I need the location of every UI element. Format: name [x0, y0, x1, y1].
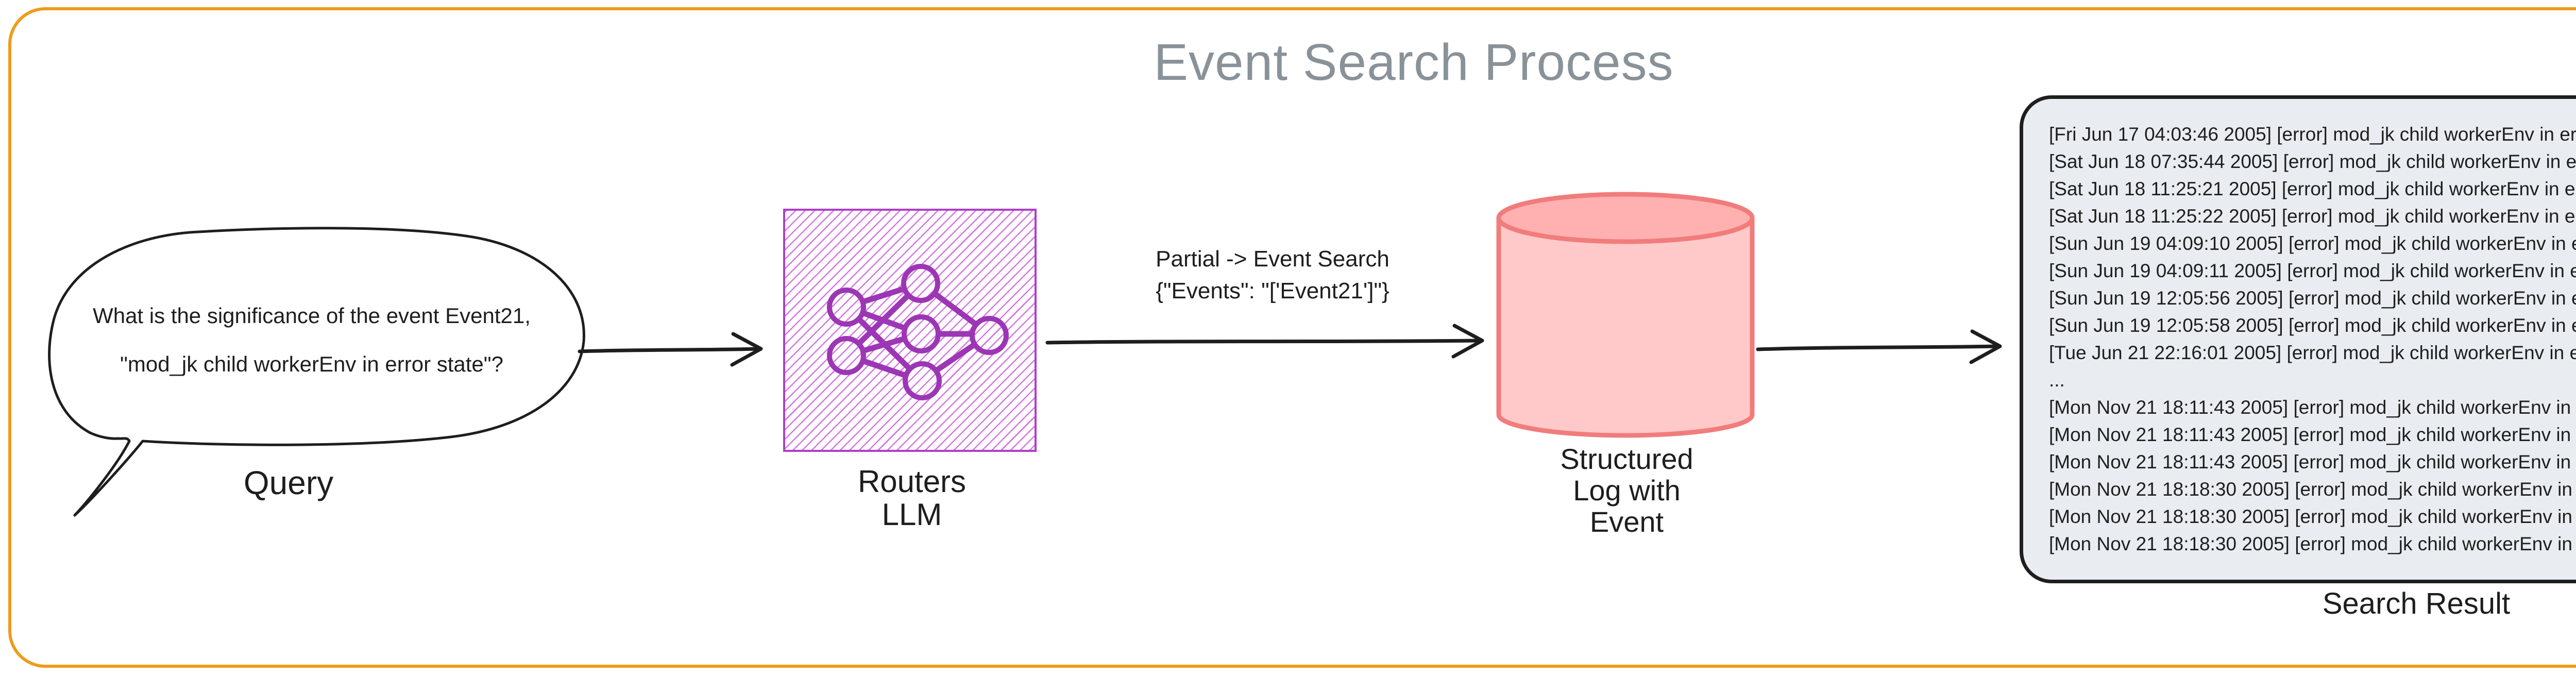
database-label-line2: Log with [1573, 474, 1681, 507]
speech-bubble-outline [48, 227, 585, 517]
cylinder-body [1496, 218, 1755, 438]
log-line: [Tue Jun 21 22:16:01 2005] [error] mod_j… [2049, 342, 2576, 363]
nn-input-node-bottom [827, 336, 866, 375]
log-line: [Sun Jun 19 04:09:11 2005] [error] mod_j… [2049, 260, 2576, 281]
query-speech-bubble [48, 227, 585, 517]
cylinder-top [1496, 192, 1755, 244]
database-label: Structured Log with Event [1497, 443, 1757, 537]
flow-annotation: Partial -> Event Search {"Events": "['Ev… [1092, 243, 1453, 307]
search-result-label: Search Result [2322, 587, 2511, 620]
llm-box [783, 209, 1037, 452]
neural-network-icon [827, 264, 1009, 400]
log-line: [Mon Nov 21 18:11:43 2005] [error] mod_j… [2049, 451, 2576, 472]
flow-annotation-line2: {"Events": "['Event21']"} [1156, 278, 1389, 303]
database-cylinder [1496, 192, 1755, 438]
log-line-ellipsis: ... [2049, 369, 2065, 391]
log-line: [Mon Nov 21 18:11:43 2005] [error] mod_j… [2049, 397, 2576, 418]
log-line: [Mon Nov 21 18:18:30 2005] [error] mod_j… [2049, 479, 2576, 500]
log-line: [Sat Jun 18 11:25:21 2005] [error] mod_j… [2049, 178, 2576, 199]
arrow-query-to-llm [578, 332, 763, 367]
log-line: [Fri Jun 17 04:03:46 2005] [error] mod_j… [2049, 124, 2576, 145]
log-line: [Sun Jun 19 12:05:58 2005] [error] mod_j… [2049, 315, 2576, 336]
llm-label-line2: LLM [882, 497, 942, 532]
log-line: [Sun Jun 19 12:05:56 2005] [error] mod_j… [2049, 288, 2576, 309]
log-line: [Sun Jun 19 04:09:10 2005] [error] mod_j… [2049, 233, 2576, 254]
log-line: [Mon Nov 21 18:18:30 2005] [error] mod_j… [2049, 506, 2576, 527]
log-line: [Sat Jun 18 07:35:44 2005] [error] mod_j… [2049, 151, 2576, 172]
page-title: Event Search Process [1154, 33, 1674, 91]
arrow-database-to-result [1756, 329, 2002, 364]
outer-frame-border [8, 7, 2576, 668]
flow-annotation-line1: Partial -> Event Search [1156, 246, 1389, 272]
nn-output-node [970, 316, 1009, 355]
search-result-panel: [Fri Jun 17 04:03:46 2005] [error] mod_j… [2020, 95, 2576, 583]
log-line: [Mon Nov 21 18:11:43 2005] [error] mod_j… [2049, 424, 2576, 445]
nn-hidden-node-top [901, 264, 940, 303]
log-line: [Sat Jun 18 11:25:22 2005] [error] mod_j… [2049, 206, 2576, 227]
nn-hidden-node-bottom [903, 361, 942, 400]
llm-label: Routers LLM [788, 465, 1036, 531]
nn-input-node-top [827, 288, 866, 327]
arrow-llm-to-database [1045, 324, 1484, 359]
log-line: [Mon Nov 21 18:18:30 2005] [error] mod_j… [2049, 533, 2576, 554]
query-text-line1: What is the significance of the event Ev… [93, 303, 531, 328]
database-label-line1: Structured [1560, 443, 1693, 475]
query-text-line2: "mod_jk child workerEnv in error state"? [120, 352, 504, 376]
query-text: What is the significance of the event Ev… [54, 292, 569, 389]
llm-label-line1: Routers [857, 464, 967, 499]
database-label-line3: Event [1589, 505, 1664, 538]
query-label: Query [243, 464, 334, 501]
nn-hidden-node-middle [902, 314, 941, 353]
